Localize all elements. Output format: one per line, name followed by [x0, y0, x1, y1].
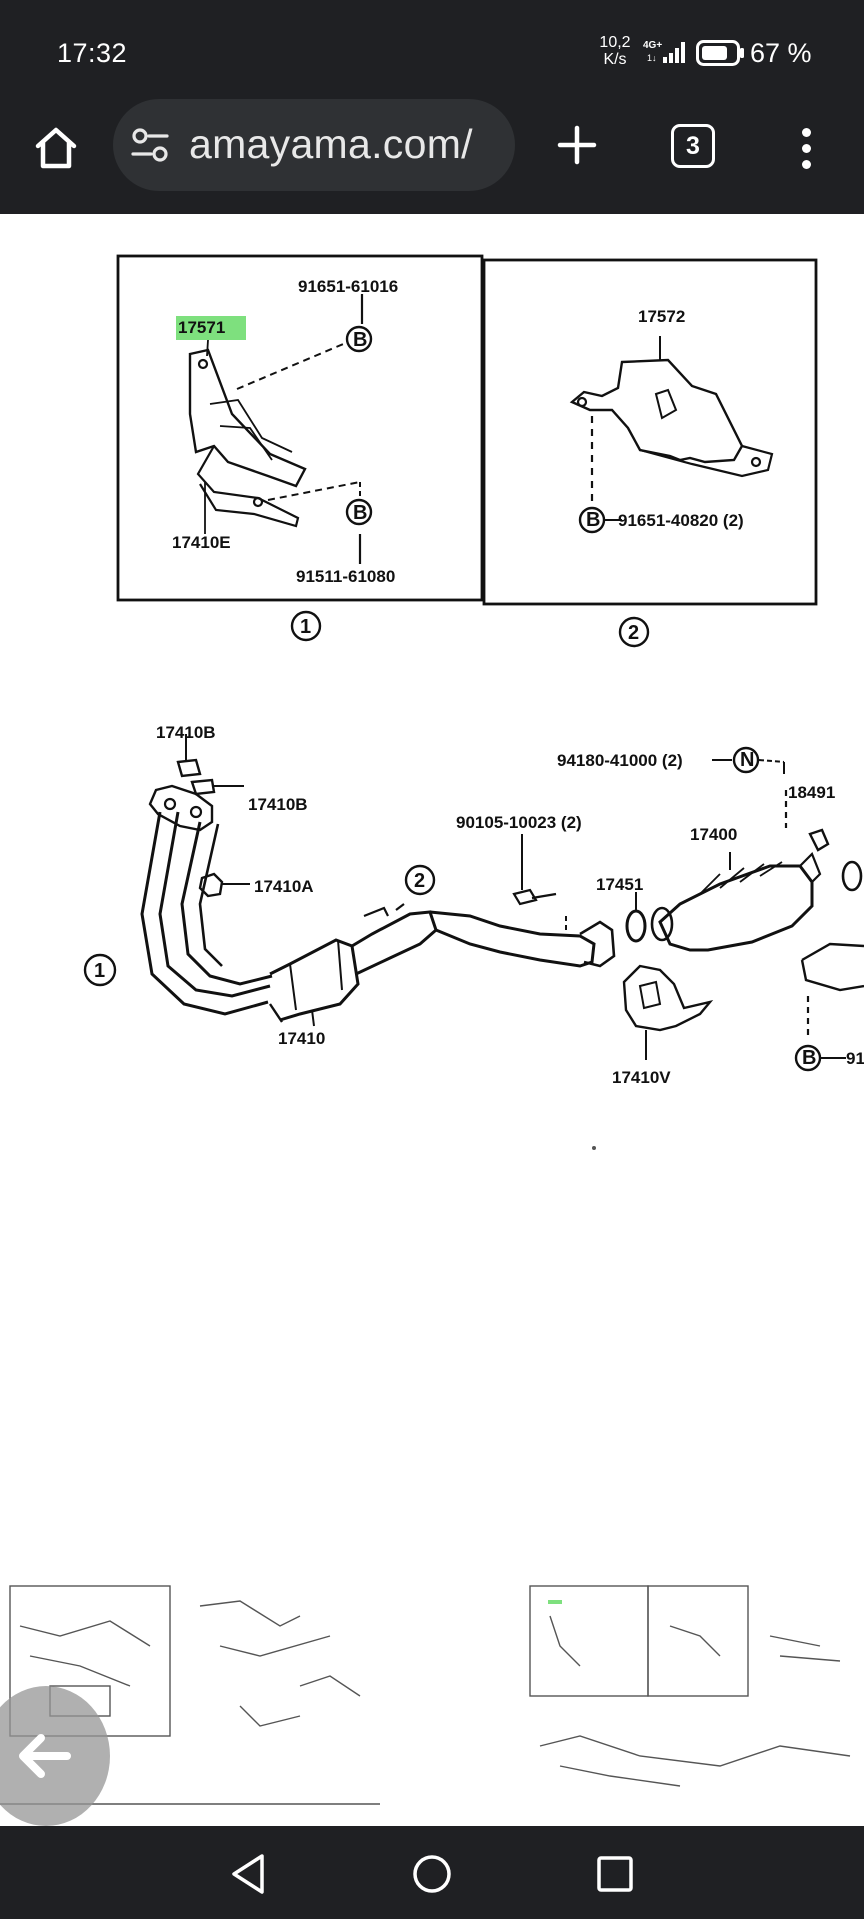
part-17451: 17451 — [596, 875, 643, 894]
home-button[interactable] — [26, 118, 86, 178]
svg-text:4G+: 4G+ — [643, 40, 662, 51]
part-17410A: 17410A — [254, 877, 314, 896]
part-17410V: 17410V — [612, 1068, 671, 1087]
url-text: amayama.com/ — [189, 121, 473, 167]
battery-percent: 67 % — [750, 38, 812, 68]
nav-home-button[interactable] — [402, 1844, 462, 1904]
part-17410B: 17410B — [248, 795, 308, 814]
nav-back-button[interactable] — [218, 1844, 278, 1904]
home-icon — [35, 127, 77, 169]
highlight-17571 — [176, 316, 246, 340]
related-diagram-thumbnail-2[interactable] — [520, 1566, 864, 1826]
catalytic-converter-17400 — [658, 864, 814, 952]
callout-2: 2 — [414, 870, 425, 892]
signal-icon: 4G+ 1↓ — [643, 40, 685, 63]
part-17400: 17400 — [690, 825, 737, 844]
marker-n: N — [740, 749, 754, 771]
heat-shield-17410V — [622, 964, 714, 1032]
part-94180-41000: 94180-41000 (2) — [557, 751, 683, 770]
part-91651-61016: 91651-61016 — [298, 277, 398, 296]
tab-switcher-button[interactable]: 3 — [671, 124, 715, 168]
part-91651-40820: 91651-40820 (2) — [618, 511, 744, 530]
nav-recents-button[interactable] — [585, 1844, 645, 1904]
caption-box-2-num: 2 — [628, 622, 639, 644]
part-91511-61080: 91511-61080 — [296, 567, 395, 586]
system-nav-bar — [0, 1826, 864, 1919]
part-17410: 17410 — [278, 1029, 325, 1048]
status-time: 17:32 — [57, 38, 128, 68]
part-91-cut: 91 — [846, 1049, 864, 1068]
square-recents-icon — [597, 1856, 633, 1892]
part-17410E: 17410E — [172, 533, 231, 552]
status-bar: 17:32 10,2 K/s 4G+ 1↓ 67 % — [0, 0, 864, 96]
part-17410B-top: 17410B — [156, 723, 216, 742]
network-speed-unit: K/s — [603, 51, 627, 68]
exhaust-parts-diagram: 91651-61016 17571 17410E 91511-61080 B B… — [83, 254, 864, 1150]
network-speed-value: 10,2 — [599, 34, 631, 51]
marker-b-1: B — [353, 329, 367, 351]
part-17571: 17571 — [178, 318, 225, 337]
more-menu-button[interactable] — [786, 118, 826, 178]
hanger-17572 — [569, 358, 744, 464]
detail-box-1 — [116, 254, 484, 602]
callout-1: 1 — [94, 960, 105, 982]
part-90105-10023: 90105-10023 (2) — [456, 813, 582, 832]
arrow-back-icon — [19, 1734, 71, 1778]
back-gesture-button[interactable] — [0, 1686, 110, 1826]
svg-text:1↓: 1↓ — [647, 53, 657, 63]
part-18491: 18491 — [788, 783, 835, 802]
caption-box-1-num: 1 — [300, 616, 311, 638]
resonator-17410 — [269, 938, 360, 1022]
more-vert-icon — [801, 127, 811, 137]
browser-toolbar: amayama.com/ 3 — [0, 96, 864, 214]
circle-home-icon — [413, 1855, 451, 1893]
page-content: 91651-61016 17571 17410E 91511-61080 B B… — [0, 214, 864, 1826]
bracket-17571 — [188, 348, 307, 488]
marker-b-3: B — [586, 509, 600, 531]
plus-icon — [557, 125, 597, 165]
marker-b-main: B — [802, 1047, 816, 1069]
tune-icon[interactable] — [131, 127, 169, 163]
manifold-flange — [148, 784, 214, 832]
marker-b-2: B — [353, 502, 367, 524]
part-17572: 17572 — [638, 307, 685, 326]
address-bar[interactable]: amayama.com/ — [113, 99, 515, 191]
new-tab-button[interactable] — [548, 116, 606, 174]
triangle-back-icon — [232, 1854, 264, 1894]
battery-icon — [696, 40, 744, 66]
front-pipe — [140, 811, 269, 1016]
network-speed: 10,2 K/s — [594, 34, 636, 68]
detail-box-2 — [482, 258, 818, 606]
